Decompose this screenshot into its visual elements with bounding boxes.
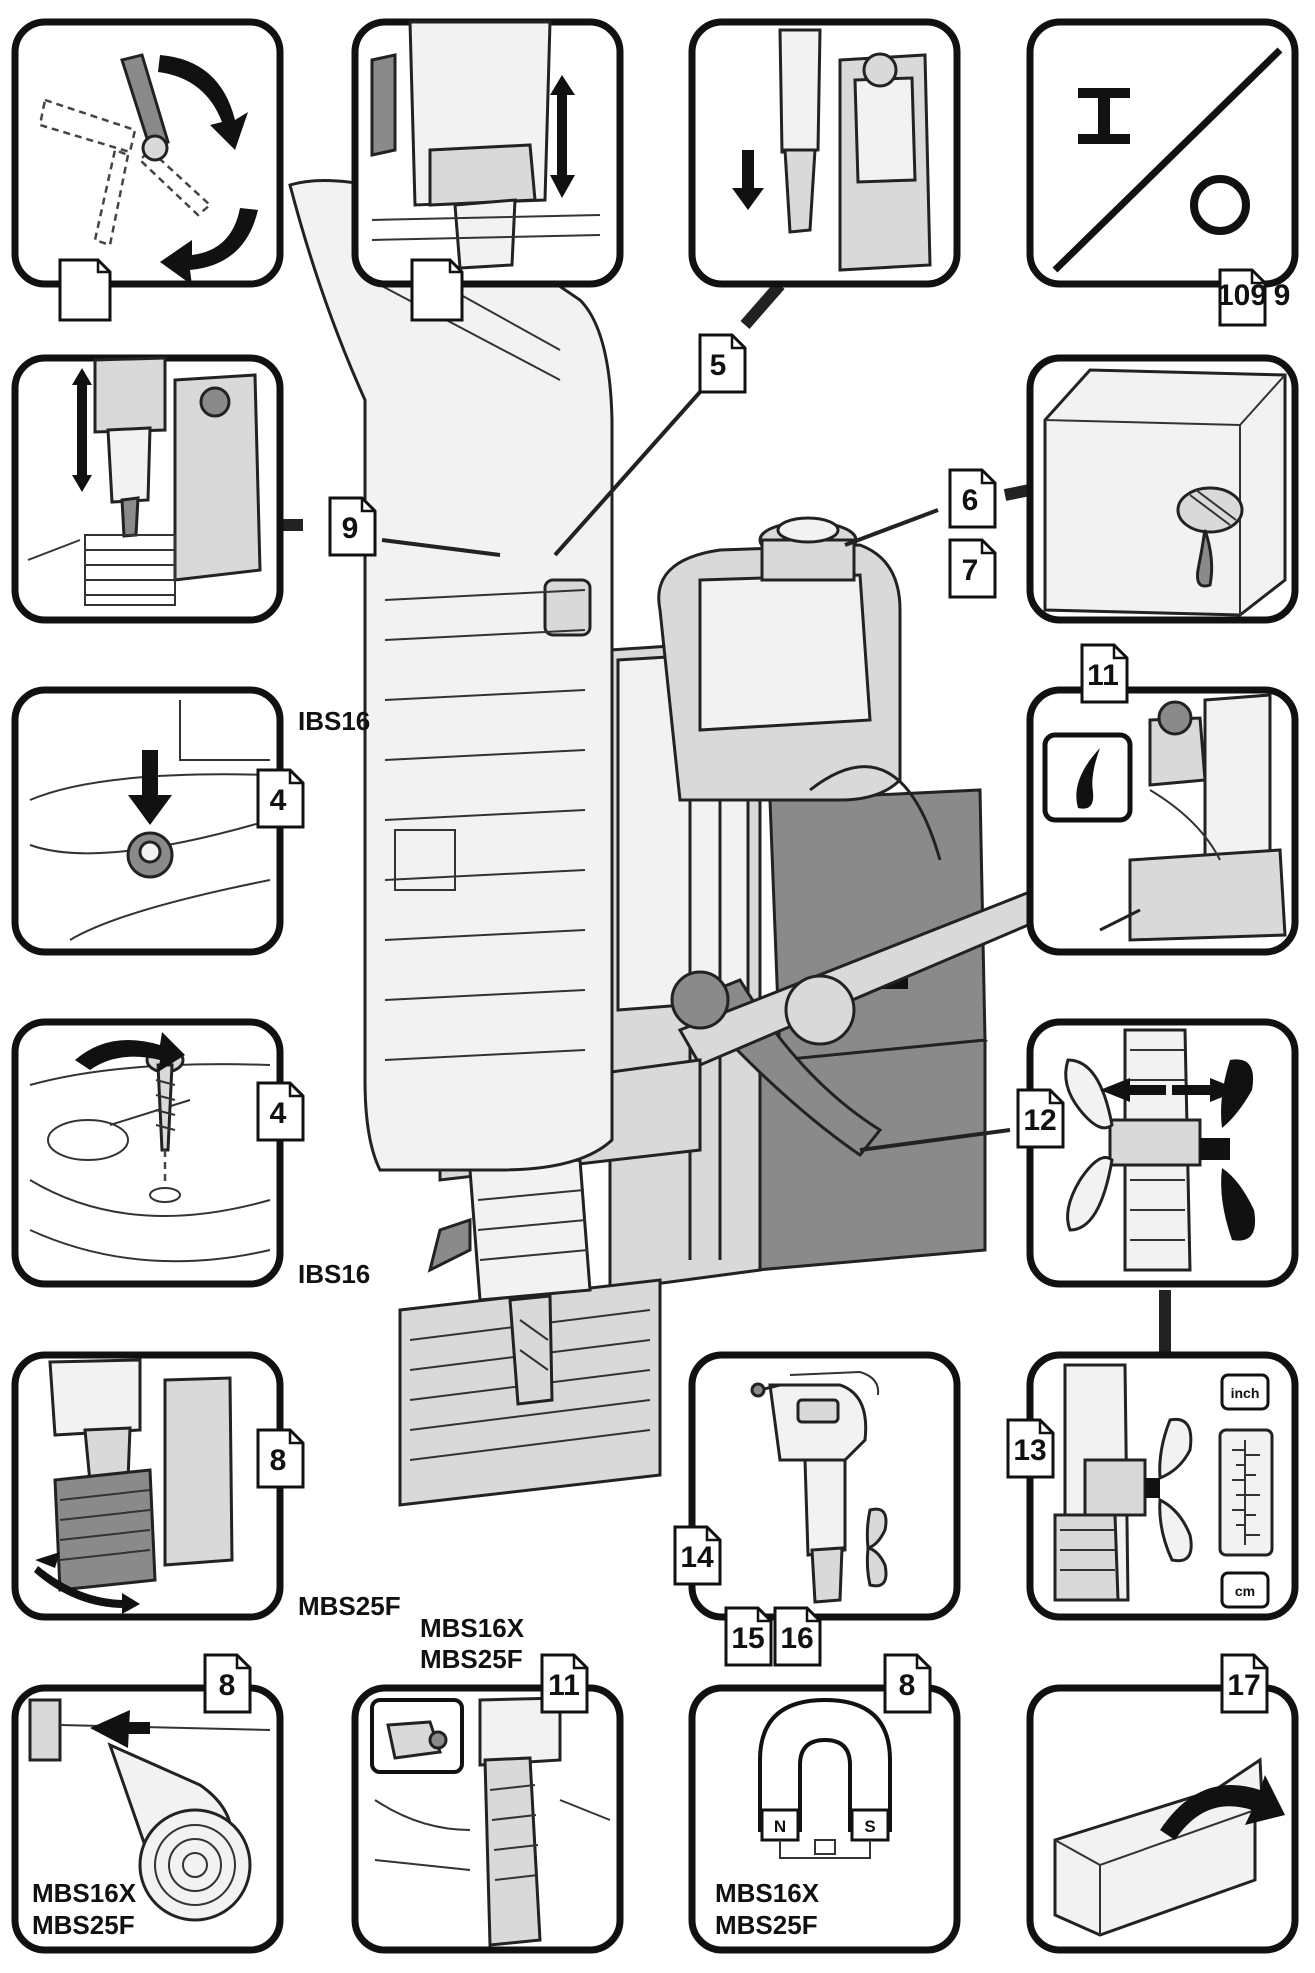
model-labels: IBS16 IBS16 MBS25F MBS16X MBS25F MBS16X … (32, 706, 820, 1940)
tag-step-11-bottom: 11 (540, 1653, 589, 1714)
panel-drill-down (688, 18, 961, 288)
tag-step-14-label: 14 (680, 1541, 714, 1574)
tag-step-4a: 4 (256, 768, 305, 829)
tag-blank-2 (410, 258, 464, 322)
south-pole-label: S (864, 1817, 875, 1836)
panel-on-off-switch (1026, 18, 1299, 288)
model-label-mbs25f: MBS25F (298, 1591, 401, 1621)
box-open-icon (1053, 1757, 1285, 1937)
model-label-pair-bottom: MBS25F (420, 1644, 523, 1674)
model-label-magnet-line1: MBS16X (715, 1878, 820, 1908)
cm-label: cm (1235, 1583, 1255, 1599)
depth-scale-icon: inch cm (1053, 1363, 1274, 1609)
tag-step-8-tape: 8 (203, 1653, 252, 1714)
model-label-magnet-line2: MBS25F (715, 1910, 818, 1940)
horseshoe-magnet-icon: N S (758, 1697, 892, 1859)
tag-step-9-label: 9 (342, 512, 359, 545)
panel-lever-rotate (11, 18, 284, 288)
panel-coolant-bottle (1026, 354, 1299, 624)
tag-step-6-label: 6 (962, 484, 979, 517)
tag-step-7: 7 (948, 538, 997, 599)
panel-oil-bottle (351, 1684, 624, 1954)
oil-bottle-icon (370, 1696, 611, 1947)
tag-step-8-guard: 8 (256, 1428, 305, 1489)
tag-step-17: 17 (1220, 1653, 1269, 1714)
inch-label-box (1220, 1373, 1270, 1411)
tag-step-4b-label: 4 (270, 1097, 287, 1130)
tag-step-6: 6 (948, 468, 997, 529)
drill-down-icon (732, 28, 932, 272)
drill-height-icon (370, 20, 601, 270)
panel-chip-guard (11, 1351, 284, 1621)
tag-step-109: 109 9 (1217, 268, 1291, 327)
tag-step-17-label: 17 (1227, 1669, 1260, 1702)
coolant-bottle-icon (1043, 368, 1287, 617)
tag-blank-1 (58, 258, 112, 322)
tag-step-8-magnet-label: 8 (899, 1669, 916, 1702)
tag-step-16: 16 (773, 1606, 822, 1667)
tag-step-109-suffix: 9 (1274, 279, 1291, 312)
panel-screw-mount (11, 1018, 284, 1288)
tag-step-5: 5 (698, 333, 747, 394)
chip-guard-icon (34, 1358, 234, 1614)
wing-bolt-icon (1064, 1028, 1256, 1272)
coolant-drop-icon (1042, 693, 1287, 942)
tag-step-11-bottom-label: 11 (548, 1669, 580, 1702)
panel-chuck-key (688, 1351, 961, 1621)
cm-label-box (1220, 1571, 1270, 1609)
panel-drill-height (351, 18, 624, 288)
panel-horseshoe-magnet: N S (688, 1684, 961, 1954)
tag-step-15: 15 (724, 1606, 773, 1667)
tag-step-8-magnet: 8 (883, 1653, 932, 1714)
model-label-tape-line2: MBS25F (32, 1910, 135, 1940)
tag-step-13-label: 13 (1013, 1434, 1046, 1467)
step-tags: 5 109 9 9 6 7 4 (58, 258, 1291, 1714)
tag-step-5-label: 5 (710, 349, 727, 382)
tag-step-15-label: 15 (731, 1622, 764, 1655)
tag-step-7-label: 7 (962, 554, 979, 587)
tag-step-8-guard-label: 8 (270, 1444, 287, 1477)
screw-mount-icon (29, 1032, 271, 1263)
tag-step-12-label: 12 (1023, 1104, 1056, 1137)
tag-step-109-label: 109 (1217, 279, 1267, 312)
magnet-tape-icon (28, 1698, 271, 1922)
panel-depth-stop (11, 354, 284, 624)
lever-rotate-icon (38, 53, 258, 285)
tag-step-13: 13 (1006, 1418, 1055, 1479)
chuck-key-icon (750, 1370, 888, 1604)
magnet-foot-icon (29, 700, 271, 941)
north-pole-label: N (774, 1817, 786, 1836)
tag-step-11-top: 11 (1080, 643, 1129, 704)
tag-step-14: 14 (673, 1525, 722, 1586)
panel-coolant-drop (1026, 686, 1299, 956)
panel-wing-bolt (1026, 1018, 1299, 1288)
model-label-tape-line1: MBS16X (32, 1878, 137, 1908)
depth-stop-icon (27, 356, 262, 606)
panel-box-open (1026, 1684, 1299, 1954)
tag-step-4b: 4 (256, 1081, 305, 1142)
tag-step-9: 9 (328, 496, 377, 557)
magnetic-drill-illustration (288, 179, 1078, 1507)
tag-step-8-tape-label: 8 (219, 1669, 236, 1702)
tag-step-11-top-label: 11 (1087, 659, 1119, 692)
tag-step-16-label: 16 (780, 1622, 813, 1655)
model-label-pair-top: MBS16X (420, 1613, 525, 1643)
model-label-ibs16-bottom: IBS16 (298, 1259, 370, 1289)
tag-step-4a-label: 4 (270, 784, 287, 817)
panel-magnet-foot (11, 686, 284, 956)
on-off-switch-icon (1052, 47, 1283, 273)
tag-step-12: 12 (1016, 1088, 1065, 1149)
panel-depth-scale: inch cm (1026, 1351, 1299, 1621)
inch-label: inch (1231, 1385, 1260, 1401)
leader-lines (265, 281, 1171, 1360)
model-label-ibs16-top: IBS16 (298, 706, 370, 736)
panel-magnet-tape (11, 1684, 284, 1954)
